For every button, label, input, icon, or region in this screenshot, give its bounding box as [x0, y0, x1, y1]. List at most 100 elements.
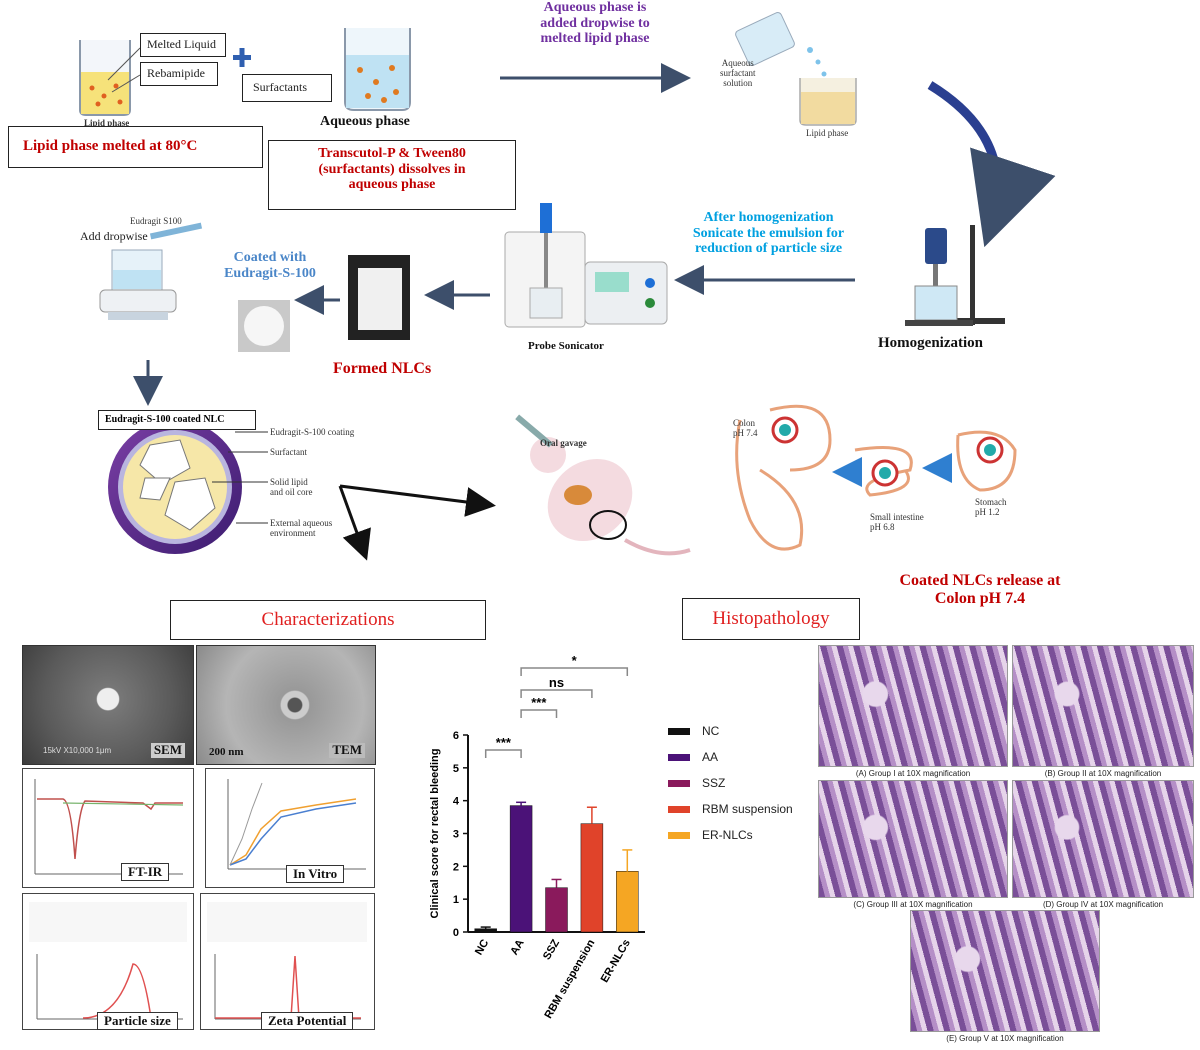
zeta-panel: Zeta Potential	[200, 893, 375, 1030]
surfactant-note: Transcutol-P & Tween80 (surfactants) dis…	[318, 146, 466, 193]
legend-label: NC	[702, 724, 720, 738]
legend-swatch	[668, 727, 690, 735]
arrow-down	[338, 485, 371, 561]
nlc-label-core: Solid lipid and oil core	[270, 477, 313, 498]
characterizations-title: Characterizations	[261, 609, 395, 630]
significance-bracket	[520, 667, 629, 676]
formed-nlc-photos	[238, 255, 410, 352]
bar	[474, 928, 497, 933]
legend-swatch	[668, 779, 690, 787]
sem-image: 15kV X10,000 1μm SEM	[22, 645, 194, 765]
invitro-label: In Vitro	[286, 865, 345, 883]
particle-size-label: Particle size	[97, 1012, 178, 1030]
bar	[580, 823, 604, 933]
rebamipide-label: Rebamipide	[147, 66, 205, 80]
tem-label: TEM	[329, 743, 365, 758]
zeta-plot	[207, 902, 367, 1020]
legend-swatch	[668, 805, 690, 813]
legend-item: AA	[668, 744, 793, 770]
significance-bracket	[520, 709, 558, 718]
plus-icon	[233, 48, 251, 67]
ftir-panel: FT-IR	[22, 768, 194, 888]
significance-label: ns	[549, 675, 564, 690]
oral-gavage-label: Oral gavage	[540, 438, 587, 448]
x-tick-label: ER-NLCs	[599, 938, 633, 985]
y-tick-label: 6	[453, 730, 459, 742]
lipid-melt-note: Lipid phase melted at 80°C	[23, 138, 198, 154]
aqueous-surfactant-label: Aqueous surfactant solution	[720, 58, 756, 89]
nlc-label-aqueous: External aqueous environment	[270, 518, 333, 539]
nlc-particle-icons	[771, 416, 1004, 487]
histopathology-title: Histopathology	[712, 608, 830, 629]
aqueous-phase-caption: Aqueous phase	[320, 114, 410, 129]
particle-size-panel: Particle size	[22, 893, 194, 1030]
surfactant-note-box: Transcutol-P & Tween80 (surfactants) dis…	[268, 140, 516, 210]
legend-label: AA	[702, 750, 719, 764]
y-tick-label: 5	[453, 763, 459, 775]
sonicate-note: After homogenization Sonicate the emulsi…	[692, 210, 845, 257]
tem-scale: 200 nm	[209, 745, 244, 758]
histology-caption-b: (B) Group II at 10X magnification	[1044, 769, 1162, 778]
lipid-phase-small-label: Lipid phase	[806, 128, 849, 138]
x-tick-label: SSZ	[541, 937, 562, 962]
legend-swatch	[668, 753, 690, 761]
significance-bracket	[520, 689, 593, 698]
nlc-label-surfactant: Surfactant	[270, 447, 307, 457]
release-note: Coated NLCs release at Colon pH 7.4	[899, 572, 1061, 607]
nlc-diagram-title-box: Eudragit-S-100 coated NLC	[98, 410, 256, 430]
y-tick-label: 1	[453, 894, 459, 906]
dropwise-note: Aqueous phase is added dropwise to melte…	[540, 0, 650, 47]
arrow-to-rat	[339, 484, 496, 517]
y-tick-label: 4	[453, 796, 460, 808]
histology-image-d: (D) Group IV at 10X magnification	[1012, 780, 1194, 909]
add-dropwise-label: Add dropwise	[80, 229, 148, 243]
lipid-phase-caption: Lipid phase	[84, 118, 130, 128]
y-axis-label: Clinical score for rectal bleeding	[429, 749, 441, 919]
nlc-label-coating: Eudragit-S-100 coating	[270, 427, 355, 437]
legend-swatch	[668, 831, 690, 839]
melted-liquid-label: Melted Liquid	[147, 37, 216, 51]
y-tick-label: 0	[453, 927, 459, 939]
nlc-particle-diagram	[108, 420, 268, 554]
particle-size-plot	[29, 902, 187, 1020]
invitro-plot	[227, 779, 366, 870]
sem-label: SEM	[150, 743, 185, 758]
invitro-panel: In Vitro	[205, 768, 375, 888]
histopathology-title-box: Histopathology	[682, 598, 860, 640]
rat-oral-gavage	[515, 414, 691, 556]
characterizations-title-box: Characterizations	[170, 600, 486, 640]
histology-image-b: (B) Group II at 10X magnification	[1012, 645, 1194, 778]
legend-label: SSZ	[702, 776, 726, 790]
significance-label: *	[572, 653, 578, 668]
nlc-diagram-title: Eudragit-S-100 coated NLC	[105, 414, 225, 425]
histology-image-e: (E) Group V at 10X magnification	[910, 910, 1100, 1043]
significance-label: ***	[531, 695, 547, 710]
ftir-label: FT-IR	[121, 863, 170, 881]
aqueous-beaker	[344, 28, 411, 111]
surfactants-label: Surfactants	[253, 80, 307, 94]
gi-tract	[735, 404, 1017, 551]
zeta-label: Zeta Potential	[261, 1012, 354, 1030]
homogenizer-illustration	[905, 225, 1005, 326]
histology-image-a: (A) Group I at 10X magnification	[818, 645, 1008, 778]
bar	[509, 805, 533, 933]
rebamipide-box: Rebamipide	[140, 62, 218, 86]
histology-caption-d: (D) Group IV at 10X magnification	[1042, 900, 1164, 909]
stirrer-illustration	[99, 222, 203, 320]
y-tick-label: 2	[453, 861, 459, 873]
bar	[616, 871, 639, 933]
formed-nlcs-label: Formed NLCs	[333, 360, 432, 377]
probe-sonicator-illustration	[504, 203, 668, 328]
melted-liquid-box: Melted Liquid	[140, 33, 226, 57]
histology-caption-c: (C) Group III at 10X magnification	[853, 900, 973, 909]
significance-label: ***	[496, 735, 512, 750]
stomach-label: Stomach pH 1.2	[975, 497, 1007, 518]
legend-item: NC	[668, 718, 793, 744]
probe-sonicator-label: Probe Sonicator	[528, 340, 604, 352]
sem-scale: 15kV X10,000 1μm	[43, 746, 112, 756]
eudragit-small-label: Eudragit S100	[130, 216, 182, 226]
